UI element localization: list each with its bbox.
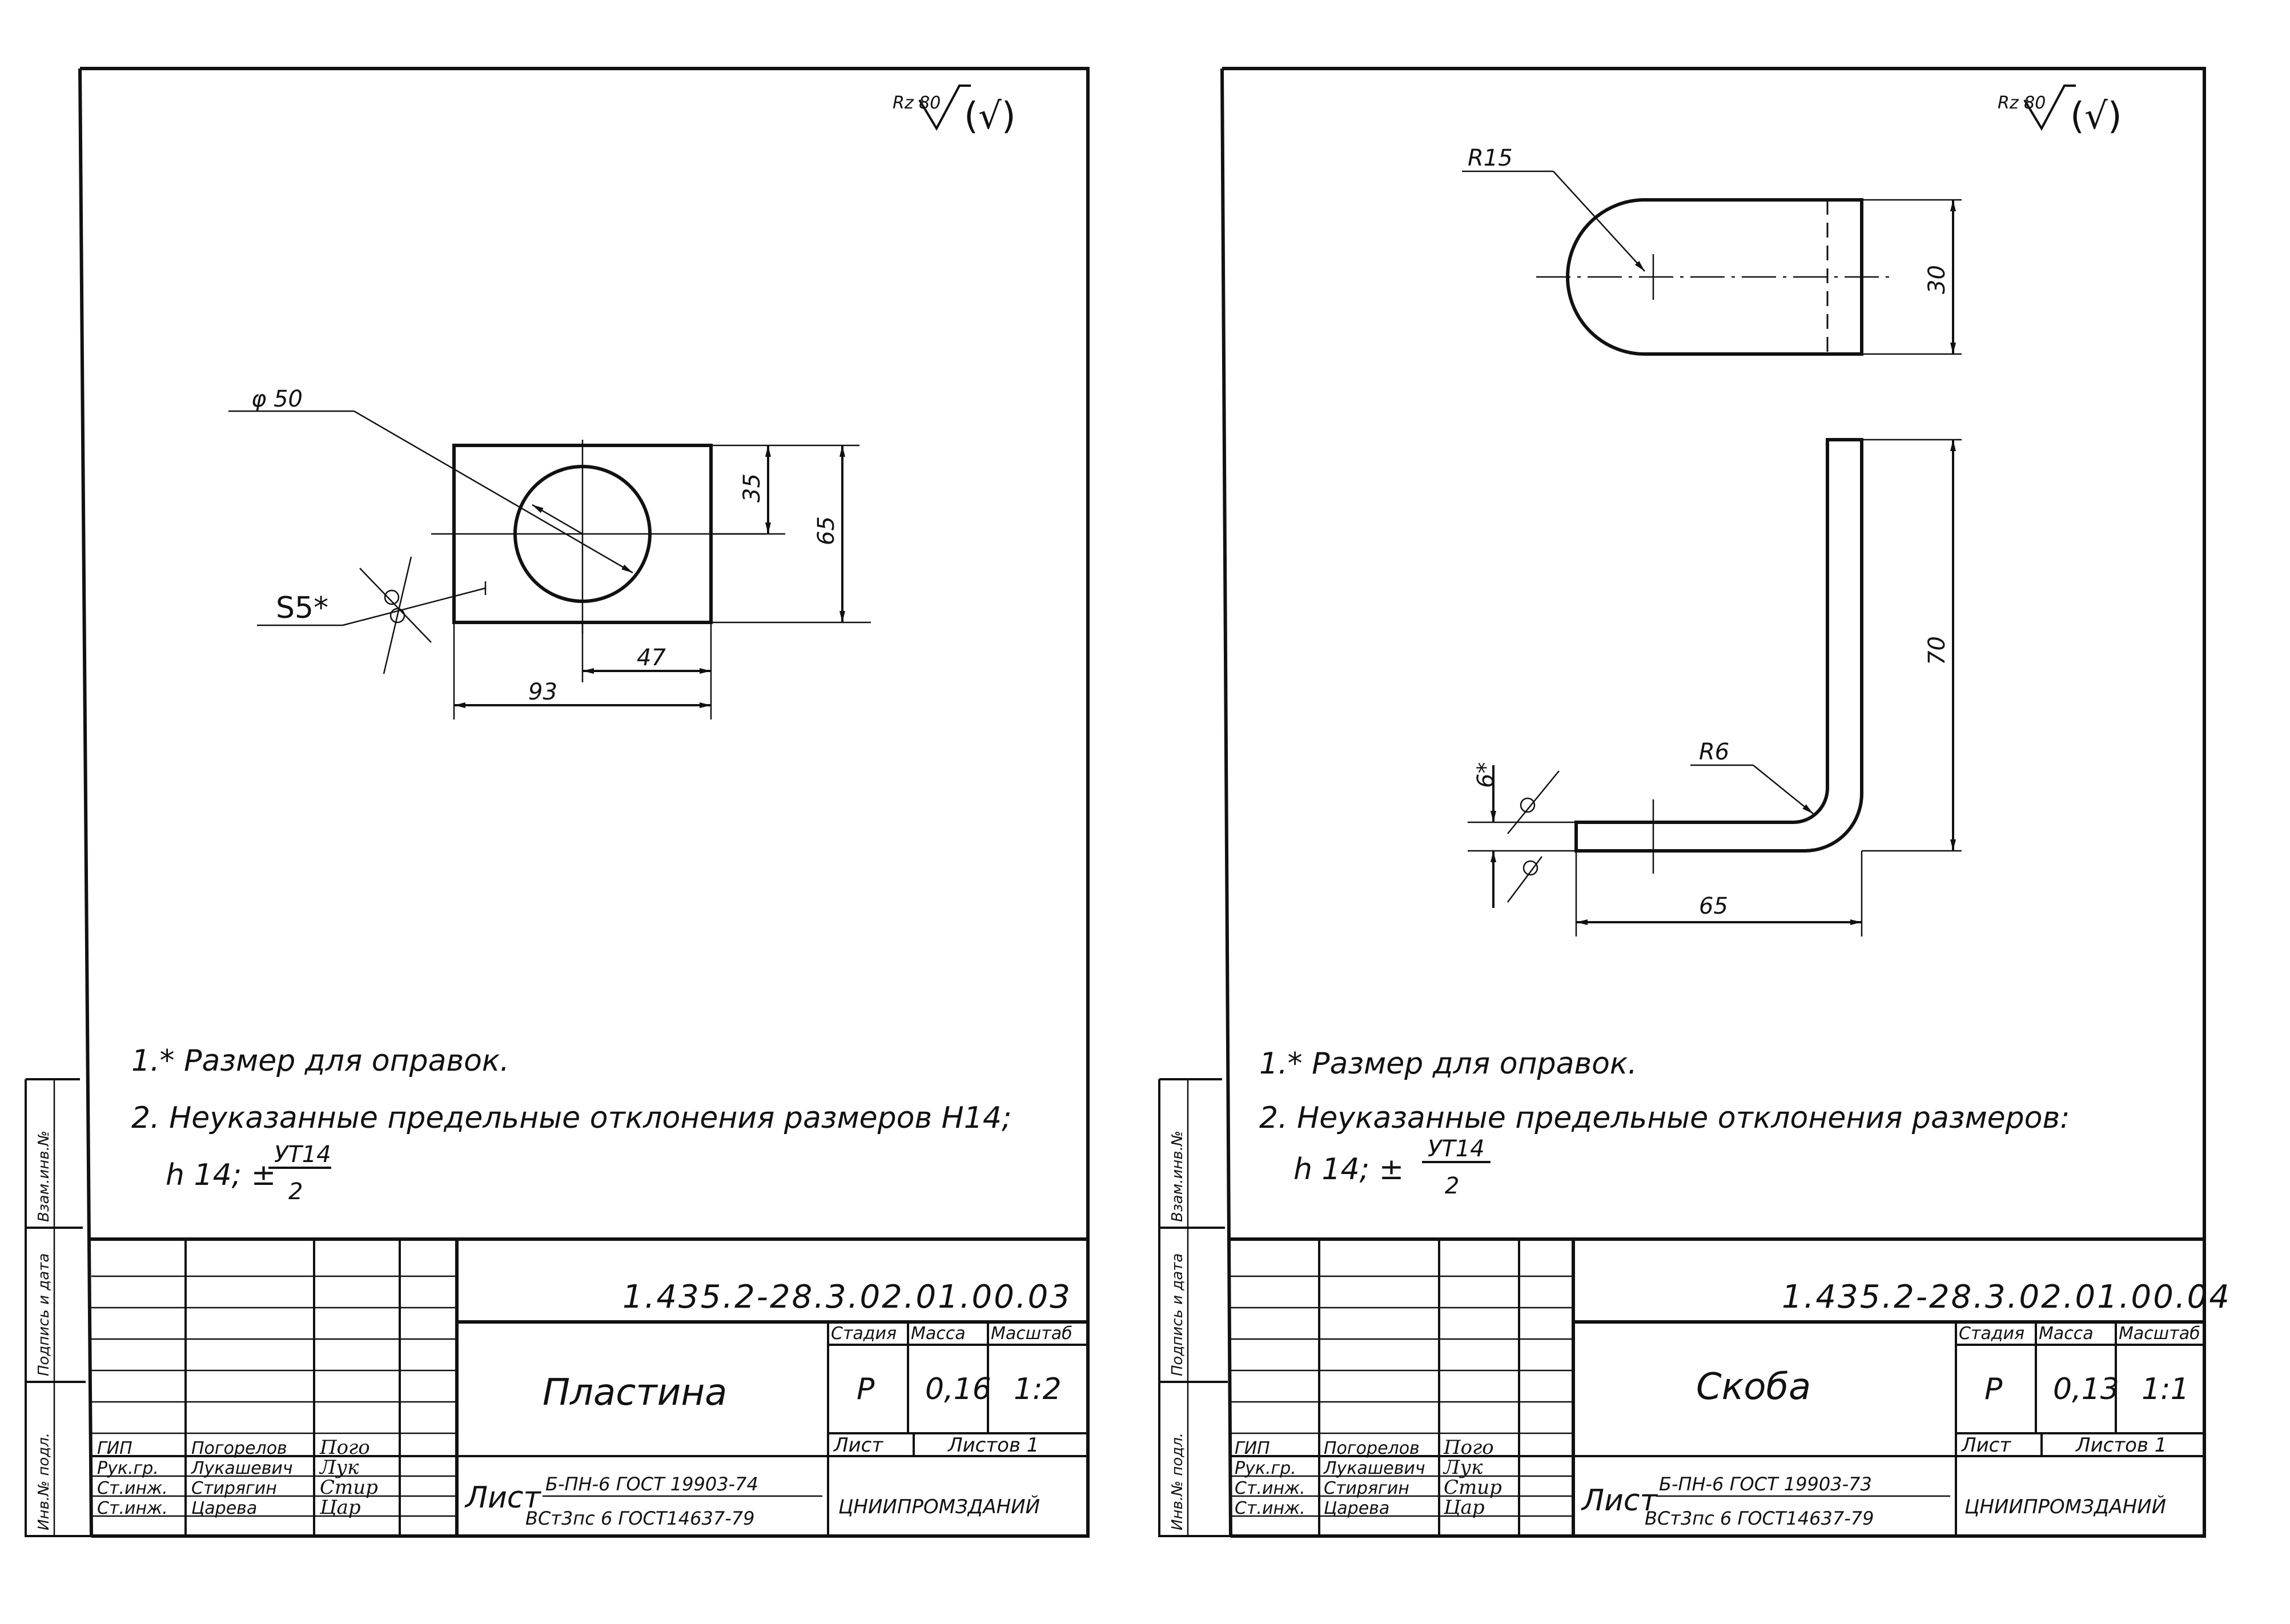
svg-text:Инв.№ подл.: Инв.№ подл.: [35, 1433, 53, 1530]
dim-radius-end: R15: [1468, 145, 1513, 171]
svg-text:Ст.инж.: Ст.инж.: [1235, 1498, 1305, 1518]
svg-text:Подпись и дата: Подпись и дата: [35, 1253, 53, 1376]
svg-text:Погорелов: Погорелов: [191, 1438, 287, 1458]
svg-text:Ст.инж.: Ст.инж.: [97, 1478, 168, 1498]
roughness-mark: Rz 80 (√): [1998, 85, 2122, 138]
svg-text:Ст.инж.: Ст.инж.: [1235, 1478, 1305, 1498]
stage-value: Р: [1984, 1372, 2003, 1406]
note-2: 2. Неуказанные предельные отклонения раз…: [131, 1101, 1011, 1135]
sheet-frame: [80, 67, 1090, 1538]
sheet-left: Rz 80 (√): [25, 67, 1090, 1538]
dim-hole-x: 47: [637, 645, 666, 671]
side-stamp: Инв.№ подл. Подпись и дата Взам.инв.№: [1158, 1078, 1231, 1537]
svg-text:ГИП: ГИП: [1235, 1438, 1270, 1458]
svg-text:Ст.инж.: Ст.инж.: [97, 1498, 168, 1518]
sheet-right: Rz 80 (√) R15 30: [1158, 67, 2231, 1538]
mass-value: 0,16: [925, 1372, 991, 1406]
material-bottom: ВСт3пс 6 ГОСТ14637-79: [1645, 1508, 1874, 1529]
organization: ЦНИИПРОМЗДАНИЙ: [838, 1495, 1040, 1518]
head-scale: Масштаб: [991, 1324, 1072, 1344]
material-prefix: Лист: [464, 1481, 541, 1515]
note-fraction-den: 2: [1445, 1173, 1459, 1199]
stage-value: Р: [857, 1372, 875, 1406]
part-name: Скоба: [1696, 1366, 1811, 1408]
head-mass: Масса: [2039, 1324, 2094, 1344]
side-stamp: Инв.№ подл. Подпись и дата Взам.инв.№: [25, 1078, 91, 1537]
scale-value: 1:2: [1014, 1372, 1062, 1406]
organization: ЦНИИПРОМЗДАНИЙ: [1964, 1495, 2166, 1518]
material-bottom: ВСт3пс 6 ГОСТ14637-79: [525, 1508, 754, 1529]
signature: Пого: [1443, 1436, 1494, 1459]
svg-text:Rz 80: Rz 80: [1998, 93, 2046, 113]
svg-text:Рук.гр.: Рук.гр.: [97, 1458, 159, 1478]
scale-value: 1:1: [2142, 1372, 2189, 1406]
dim-thickness: 6*: [1473, 762, 1499, 788]
svg-text:Царева: Царева: [1324, 1498, 1389, 1518]
svg-text:Рук.гр.: Рук.гр.: [1235, 1458, 1296, 1478]
sheet-label: Лист: [833, 1434, 883, 1457]
svg-text:Инв.№ подл.: Инв.№ подл.: [1169, 1433, 1186, 1530]
dim-height: 70: [1924, 636, 1950, 665]
svg-text:Лукашевич: Лукашевич: [191, 1458, 293, 1478]
title-block: [1228, 1237, 2204, 1536]
svg-text:Взам.инв.№: Взам.инв.№: [35, 1131, 53, 1222]
head-stage: Стадия: [1959, 1324, 2024, 1344]
note-3: h 14; ±: [1293, 1152, 1404, 1187]
drawing-code: 1.435.2-28.3.02.01.00.03: [622, 1279, 1072, 1316]
note-1: 1.* Размер для оправок.: [1259, 1047, 1637, 1081]
head-scale: Масштаб: [2119, 1324, 2200, 1344]
dim-thickness: S5*: [276, 591, 328, 625]
roughness-mark: Rz 80 (√): [893, 85, 1016, 138]
dim-height: 65: [813, 516, 839, 545]
signature: Цар: [319, 1496, 361, 1519]
dim-width: 30: [1924, 265, 1950, 294]
note-1: 1.* Размер для оправок.: [131, 1044, 509, 1078]
note-3: h 14; ±: [166, 1158, 276, 1192]
head-stage: Стадия: [831, 1324, 897, 1344]
mass-value: 0,13: [2053, 1372, 2119, 1406]
dim-hole-diameter: φ 50: [251, 386, 303, 412]
svg-text:(√): (√): [964, 95, 1016, 138]
material-top: Б-ПН-6 ГОСТ 19903-73: [1659, 1473, 1872, 1495]
svg-text:ГИП: ГИП: [97, 1438, 132, 1458]
svg-text:Подпись и дата: Подпись и дата: [1169, 1253, 1186, 1376]
svg-text:Лукашевич: Лукашевич: [1323, 1458, 1425, 1478]
note-2: 2. Неуказанные предельные отклонения раз…: [1259, 1101, 2070, 1135]
bracket-top-view: [1462, 170, 1962, 356]
signature: Цар: [1443, 1496, 1485, 1519]
dim-leg: 65: [1699, 893, 1728, 919]
sheets-label: Листов 1: [947, 1434, 1039, 1457]
svg-text:Погорелов: Погорелов: [1324, 1438, 1420, 1458]
sheet-frame: [1222, 67, 2206, 1538]
signature: Стир: [320, 1476, 378, 1499]
part-name: Пластина: [543, 1372, 727, 1414]
material-top: Б-ПН-6 ГОСТ 19903-74: [545, 1473, 758, 1495]
bracket-side-view: [1468, 438, 1962, 936]
signature: Пого: [319, 1436, 370, 1459]
signature: Лук: [1443, 1456, 1483, 1479]
head-mass: Масса: [911, 1324, 966, 1344]
svg-text:Rz 80: Rz 80: [893, 93, 941, 113]
plate-drawing: [228, 410, 871, 719]
svg-text:(√): (√): [2070, 95, 2122, 138]
title-block: [89, 1237, 1088, 1536]
dim-radius-bend: R6: [1699, 739, 1729, 765]
note-fraction-num: УТ14: [274, 1141, 331, 1168]
sheet-label: Лист: [1960, 1434, 2011, 1457]
note-fraction-den: 2: [288, 1179, 303, 1205]
svg-text:Стирягин: Стирягин: [191, 1478, 277, 1498]
dim-width: 93: [528, 679, 557, 705]
drawing-code: 1.435.2-28.3.02.01.00.04: [1782, 1279, 2231, 1316]
sheets-label: Листов 1: [2075, 1434, 2167, 1457]
signature: Стир: [1444, 1476, 1502, 1499]
svg-text:Взам.инв.№: Взам.инв.№: [1169, 1131, 1186, 1222]
dim-hole-y: 35: [739, 473, 765, 503]
note-fraction-num: УТ14: [1428, 1136, 1485, 1162]
material-prefix: Лист: [1581, 1484, 1658, 1518]
svg-text:Царева: Царева: [191, 1498, 257, 1518]
signature: Лук: [319, 1456, 359, 1479]
svg-text:Стирягин: Стирягин: [1324, 1478, 1409, 1498]
